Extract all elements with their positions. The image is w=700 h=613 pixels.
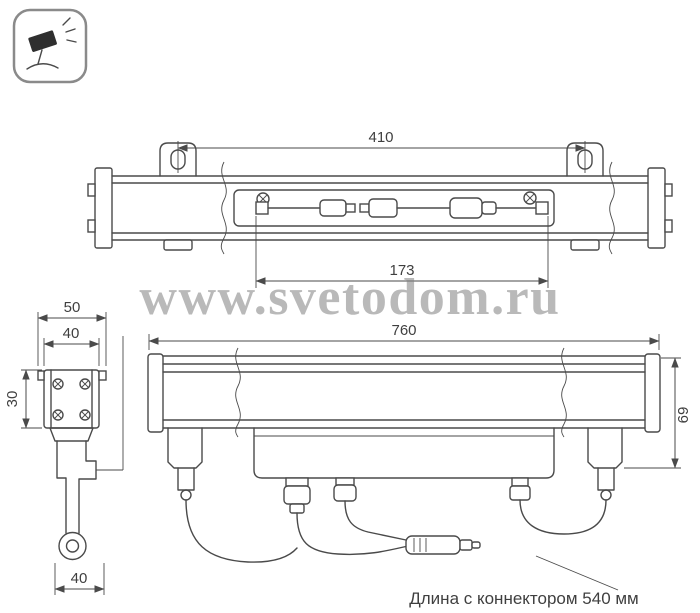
floodlight-icon [12,8,88,84]
connector-length-note: Длина с коннектором 540 мм [409,589,639,608]
dim-label-30: 30 [4,391,21,408]
dimension-760: 760 [148,322,660,350]
clamp-bracket-right [587,427,623,501]
top-view-drawing: 410 173 [87,129,673,288]
note-leader-line [535,555,619,591]
dimension-410: 410 [177,129,586,173]
dimension-30: 30 [4,369,42,429]
dim-label-69: 69 [675,407,692,424]
dimension-173: 173 [255,216,549,288]
dim-label-410: 410 [368,129,393,146]
clamp-bracket-left [167,427,203,501]
dim-label-40-bottom: 40 [71,570,88,587]
dim-label-40-top: 40 [63,325,80,342]
cable-connectors-side [185,477,607,563]
side-view-drawing: 760 [147,322,692,608]
dimension-40-bottom: 40 [54,563,105,595]
dim-label-50: 50 [64,299,81,316]
dimension-69: 69 [624,357,692,469]
watermark-text: www.svetodom.ru [139,269,560,326]
cable-connectors-top [255,197,549,219]
dimension-40-top: 40 [43,325,100,366]
dim-label-173: 173 [389,262,414,279]
end-view-drawing: 50 40 30 [4,299,124,595]
screw-icon [52,378,91,421]
dim-label-760: 760 [391,322,416,339]
clamp-arm [49,336,124,561]
dimension-50: 50 [37,299,107,366]
